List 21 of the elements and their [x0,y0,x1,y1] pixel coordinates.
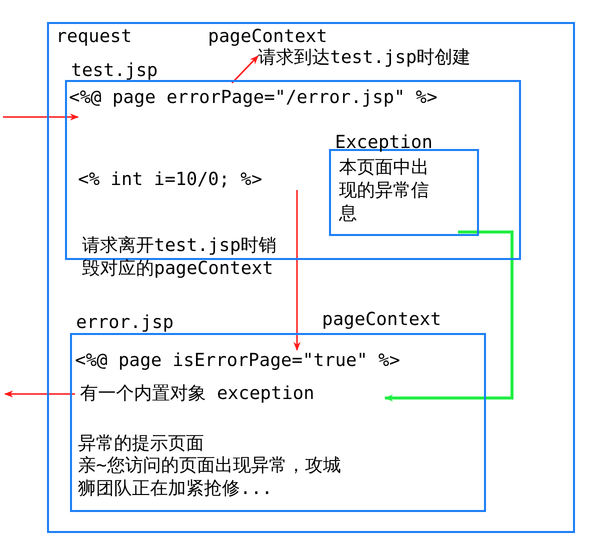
arrow [3,113,79,121]
request-scope-box [47,22,575,533]
arrow [231,55,259,84]
scope-label: request [56,25,132,48]
note-text: 有一个内置对象 exception [80,382,314,406]
note-text: 请求到达test.jsp时创建 [258,46,471,70]
object-label: Exception [335,131,433,154]
note-text: 本页面中出现的异常信息 [339,156,430,225]
object-label: pageContext [208,25,328,48]
arrow [293,190,301,351]
file-name-label: test.jsp [71,59,158,82]
object-label: pageContext [322,308,442,331]
code-line: <%@ page isErrorPage="true" %> [75,349,400,372]
note-text: 亲~您访问的页面出现异常，攻城狮团队正在加紧抢修... [78,454,342,500]
arrow [4,390,75,398]
note-text: 请求离开test.jsp时销毁对应的pageContext [82,234,278,280]
code-line: <%@ page errorPage="/error.jsp" %> [69,86,438,109]
note-text: 异常的提示页面 [78,432,204,455]
arrow [384,230,514,402]
file-name-label: error.jsp [76,311,174,334]
code-line: <% int i=10/0; %> [78,168,262,191]
